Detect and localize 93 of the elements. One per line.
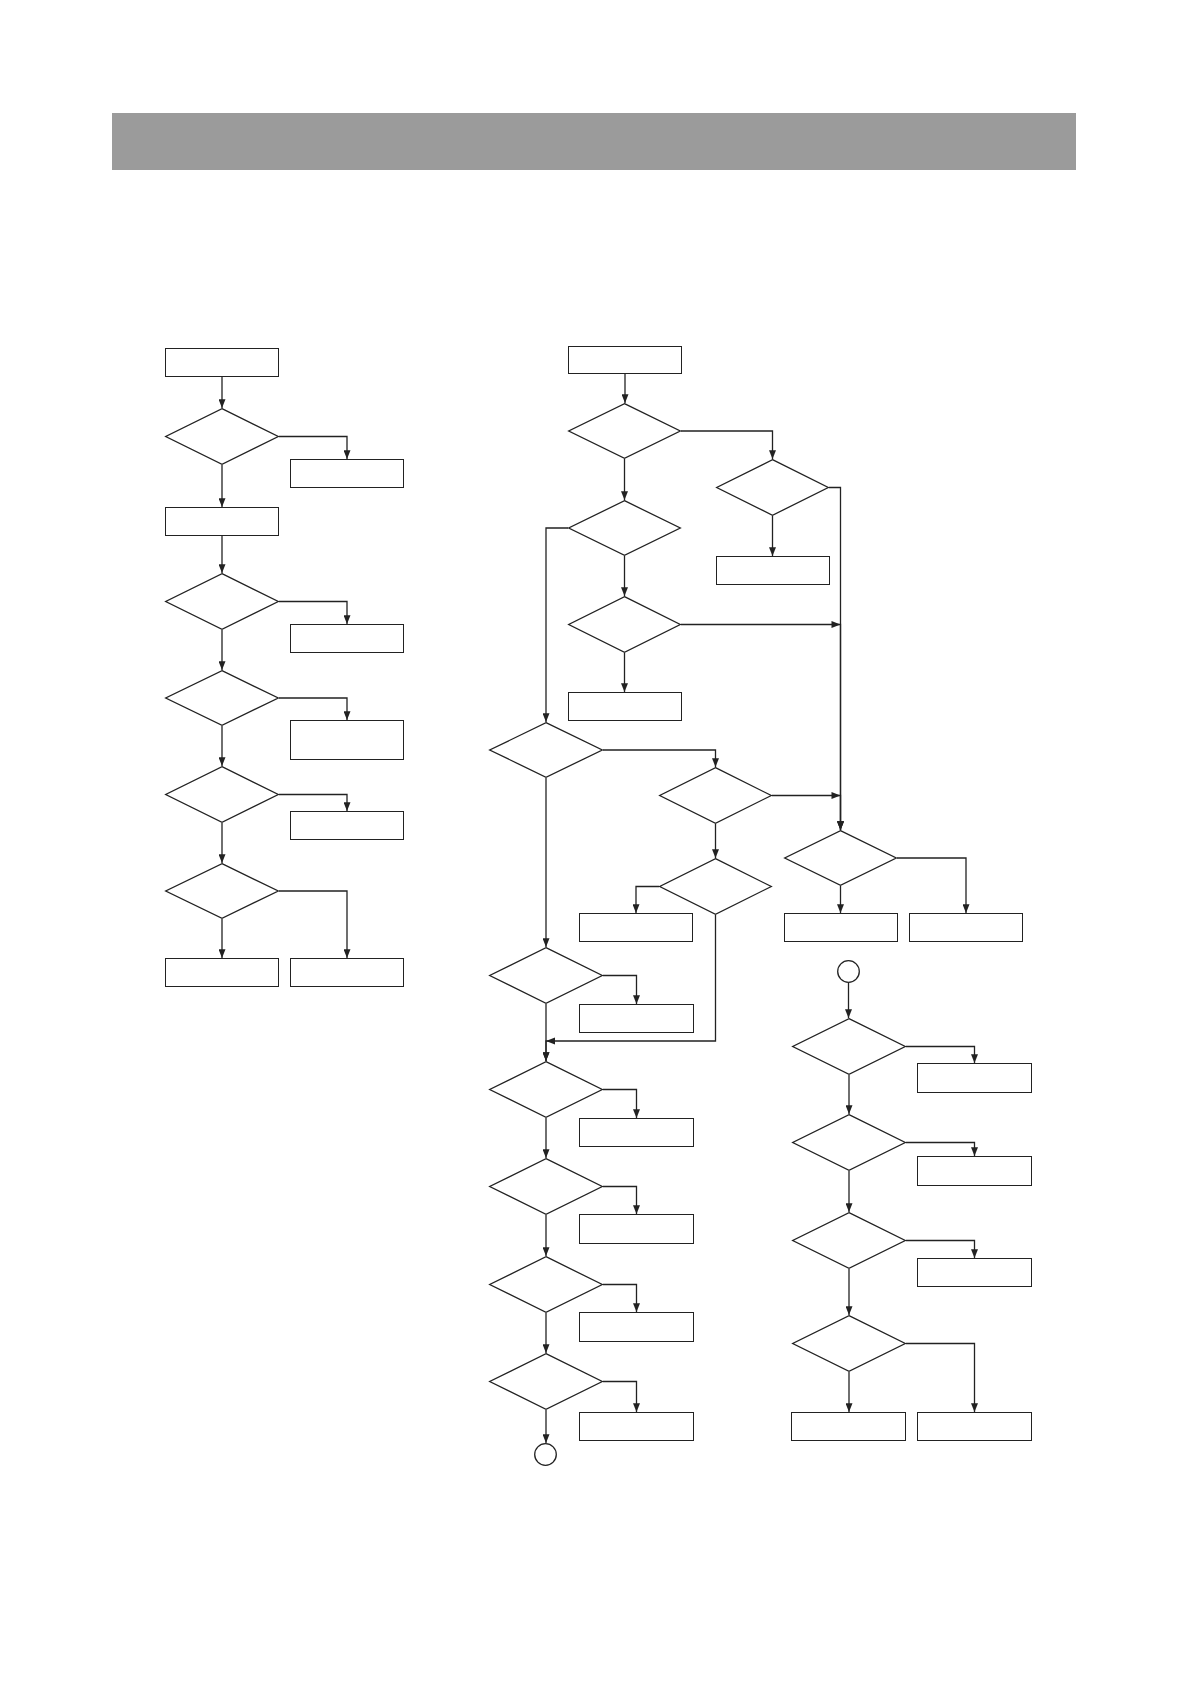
arrow bbox=[602, 1185, 640, 1215]
arrow bbox=[602, 749, 719, 768]
arrow bbox=[621, 555, 628, 597]
arrow bbox=[905, 1045, 978, 1064]
decision-diamond bbox=[716, 459, 829, 516]
decision-diamond bbox=[659, 858, 772, 915]
arrow bbox=[602, 974, 640, 1005]
arrow bbox=[542, 1117, 550, 1159]
decision-diamond bbox=[568, 596, 681, 653]
process-box bbox=[290, 720, 404, 760]
decision-diamond bbox=[792, 1212, 906, 1269]
arrow bbox=[542, 1214, 550, 1257]
arrow bbox=[905, 1342, 978, 1413]
decision-diamond bbox=[489, 947, 603, 1004]
arrow bbox=[542, 1003, 550, 1062]
process-box bbox=[716, 556, 830, 585]
decision-diamond bbox=[489, 1256, 603, 1313]
decision-diamond bbox=[792, 1315, 906, 1372]
connector-circle bbox=[534, 1443, 557, 1466]
process-box bbox=[579, 1004, 694, 1033]
process-box bbox=[165, 507, 279, 536]
arrow bbox=[896, 857, 970, 914]
process-box bbox=[579, 913, 693, 942]
process-box bbox=[568, 346, 682, 374]
process-box bbox=[579, 1118, 694, 1147]
arrow bbox=[632, 885, 660, 914]
process-box bbox=[917, 1258, 1032, 1287]
arrow bbox=[602, 1088, 640, 1119]
arrow bbox=[602, 1380, 640, 1413]
arrow bbox=[845, 1074, 853, 1115]
decision-diamond bbox=[659, 767, 772, 824]
decision-diamond bbox=[165, 863, 279, 919]
process-box bbox=[909, 913, 1023, 942]
decision-diamond bbox=[165, 670, 279, 726]
decision-diamond bbox=[568, 403, 681, 459]
process-box bbox=[165, 348, 279, 377]
arrow bbox=[542, 527, 569, 723]
arrow bbox=[542, 777, 550, 948]
decision-diamond bbox=[784, 830, 897, 886]
process-box bbox=[917, 1412, 1032, 1441]
process-box bbox=[917, 1063, 1032, 1093]
process-box bbox=[290, 958, 404, 987]
decision-diamond bbox=[165, 408, 279, 465]
arrow bbox=[837, 885, 844, 914]
decision-diamond bbox=[165, 766, 279, 823]
process-box bbox=[568, 692, 682, 721]
process-box bbox=[290, 624, 404, 653]
arrow bbox=[680, 430, 776, 460]
arrow bbox=[218, 464, 226, 508]
decision-diamond bbox=[792, 1018, 906, 1075]
arrow bbox=[278, 435, 351, 460]
arrow bbox=[905, 1141, 978, 1157]
arrow bbox=[278, 793, 351, 812]
arrow bbox=[712, 823, 719, 859]
arrow bbox=[218, 535, 226, 574]
decision-diamond bbox=[489, 1061, 603, 1118]
process-box bbox=[917, 1156, 1032, 1186]
arrow bbox=[542, 1409, 550, 1444]
process-box bbox=[791, 1412, 906, 1441]
decision-diamond bbox=[792, 1114, 906, 1171]
process-box bbox=[579, 1214, 694, 1244]
arrow bbox=[845, 1371, 853, 1413]
arrow bbox=[218, 629, 226, 671]
process-box bbox=[290, 811, 404, 840]
arrow bbox=[218, 822, 226, 864]
decision-diamond bbox=[568, 500, 681, 556]
arrow bbox=[845, 1170, 853, 1213]
process-box bbox=[165, 958, 279, 987]
arrow bbox=[278, 600, 351, 625]
arrow bbox=[845, 1268, 853, 1316]
arrow bbox=[771, 792, 844, 831]
decision-diamond bbox=[165, 573, 279, 630]
arrow bbox=[621, 373, 629, 404]
connector-circle bbox=[837, 960, 860, 983]
arrow bbox=[218, 376, 226, 409]
arrow bbox=[621, 652, 628, 693]
arrow bbox=[621, 458, 628, 501]
process-box bbox=[784, 913, 898, 942]
arrow bbox=[845, 982, 852, 1019]
arrow bbox=[218, 725, 226, 767]
arrow bbox=[542, 1312, 550, 1354]
arrow bbox=[278, 697, 351, 721]
arrow bbox=[218, 918, 226, 959]
process-box bbox=[579, 1412, 694, 1441]
arrow bbox=[602, 1283, 640, 1313]
arrow bbox=[278, 890, 351, 959]
decision-diamond bbox=[489, 1353, 603, 1410]
decision-diamond bbox=[489, 722, 603, 778]
arrow bbox=[905, 1239, 978, 1259]
process-box bbox=[290, 459, 404, 488]
process-box bbox=[579, 1312, 694, 1342]
decision-diamond bbox=[489, 1158, 603, 1215]
arrow bbox=[769, 515, 776, 557]
